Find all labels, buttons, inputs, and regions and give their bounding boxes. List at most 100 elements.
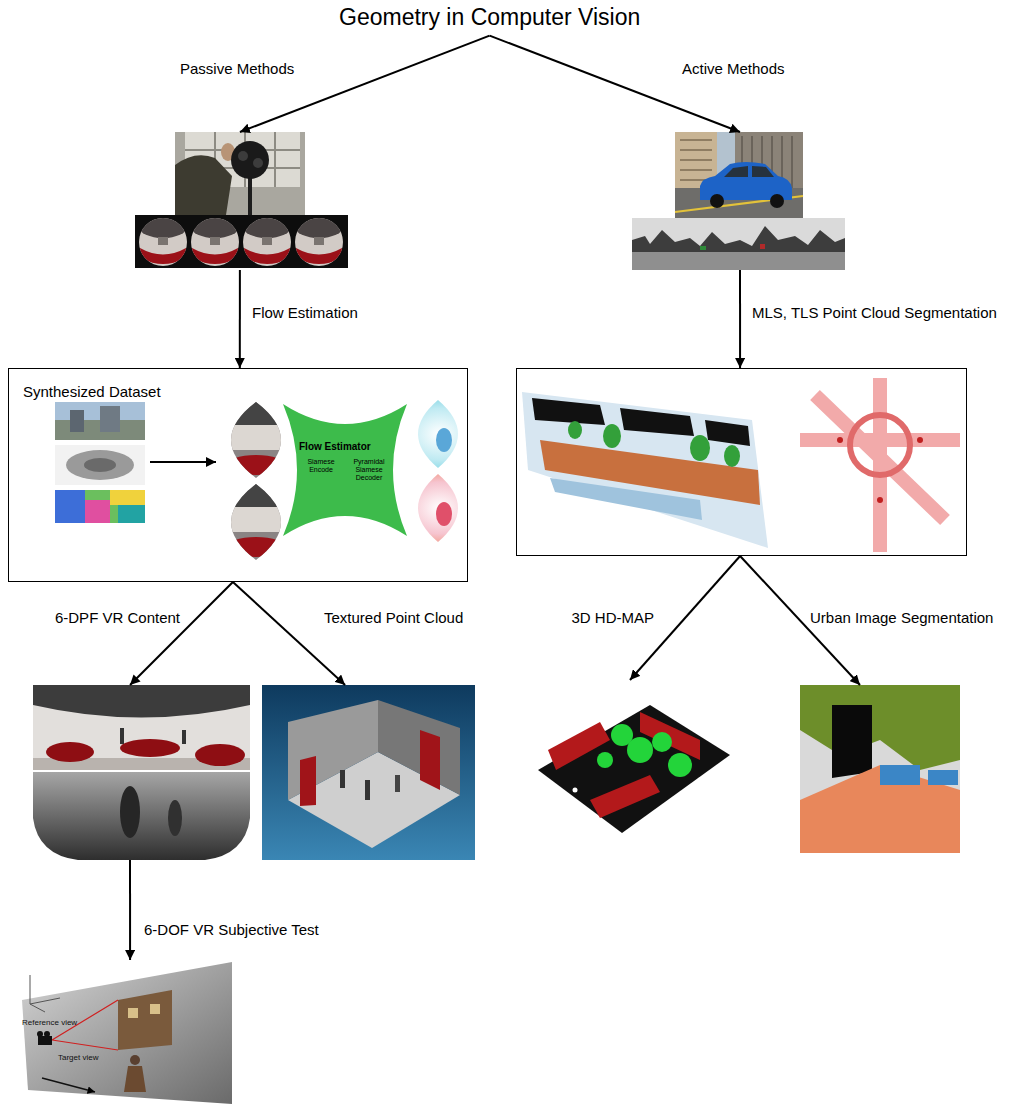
hd-map bbox=[573, 788, 578, 793]
image-panel bbox=[632, 132, 845, 270]
segmented-point-cloud bbox=[568, 421, 582, 439]
vr-subjective-test bbox=[42, 1078, 95, 1092]
vr-subjective-test bbox=[22, 962, 232, 1104]
fisheye-strip bbox=[135, 215, 348, 268]
image-panel bbox=[33, 685, 250, 860]
camera-photo bbox=[238, 151, 248, 161]
textured-point-cloud bbox=[262, 685, 475, 860]
hd-map bbox=[538, 705, 730, 833]
edge-label: Flow Estimation bbox=[250, 304, 360, 322]
vr-panorama bbox=[33, 685, 250, 770]
dataset-images bbox=[55, 490, 85, 523]
flow-outputs bbox=[436, 502, 452, 526]
node-title: Flow Estimator bbox=[299, 441, 371, 453]
vr-subjective-test bbox=[37, 1031, 43, 1037]
text-row: Geometry in Computer Vision bbox=[339, 4, 640, 32]
segmented-point-cloud bbox=[550, 478, 702, 520]
node-text: Siamese Encode bbox=[299, 458, 343, 482]
process-box bbox=[516, 368, 967, 556]
fisheye-strip bbox=[135, 215, 348, 268]
dataset-images bbox=[118, 505, 145, 523]
dataset-images bbox=[110, 490, 145, 505]
vr-subjective-test bbox=[124, 1066, 146, 1092]
urban-segmentation bbox=[800, 765, 960, 853]
flow-outputs bbox=[395, 398, 485, 470]
segmented-point-cloud bbox=[724, 445, 740, 467]
hd-map bbox=[627, 737, 653, 763]
car-photo bbox=[724, 166, 774, 177]
edge-label: Textured Point Cloud bbox=[322, 609, 465, 627]
vr-subjective-test bbox=[130, 1055, 140, 1065]
node-title: Geometry in Computer Vision bbox=[339, 4, 640, 32]
image-panel bbox=[135, 132, 350, 270]
depth-map bbox=[168, 800, 182, 836]
view-label: Reference view bbox=[22, 1019, 77, 1028]
text-row: Flow Estimator bbox=[299, 441, 391, 453]
panorama-strip bbox=[632, 218, 845, 270]
input-views bbox=[226, 537, 286, 557]
flow-outputs bbox=[436, 428, 452, 452]
dataset-images bbox=[55, 445, 145, 485]
view-label: Target view bbox=[58, 1054, 98, 1063]
urban-segmentation bbox=[928, 770, 958, 785]
hd-map bbox=[652, 732, 672, 752]
textured-point-cloud bbox=[420, 730, 440, 790]
image-panel bbox=[262, 685, 475, 860]
flow-outputs bbox=[395, 472, 485, 544]
node-text: Pyramidal Siamese Decoder bbox=[347, 458, 391, 482]
fisheye-strip bbox=[294, 216, 344, 267]
vr-panorama bbox=[182, 730, 186, 744]
hd-map bbox=[597, 752, 613, 768]
fisheye-strip bbox=[190, 216, 240, 267]
segmented-point-cloud bbox=[620, 408, 694, 436]
vr-subjective-test bbox=[22, 962, 232, 1104]
segmented-point-cloud bbox=[800, 378, 960, 552]
vr-panorama bbox=[46, 742, 94, 762]
vr-panorama bbox=[33, 685, 250, 718]
connector-arrow bbox=[240, 36, 490, 132]
dataset-images bbox=[150, 461, 216, 463]
flow-outputs bbox=[395, 398, 485, 470]
vr-panorama bbox=[120, 728, 124, 744]
image-panel bbox=[800, 685, 960, 853]
segmented-point-cloud bbox=[522, 392, 768, 548]
hd-map bbox=[590, 775, 660, 818]
root-heading: Geometry in Computer Vision bbox=[339, 4, 640, 32]
dataset-images bbox=[70, 410, 84, 432]
image-panel bbox=[20, 960, 235, 1104]
depth-map bbox=[33, 772, 250, 860]
input-views bbox=[226, 455, 286, 475]
edge-label: 6-DOF VR Subjective Test bbox=[142, 921, 321, 939]
text-area: Geometry in Computer Vision bbox=[339, 4, 640, 32]
textured-point-cloud bbox=[340, 770, 345, 788]
car-photo bbox=[675, 132, 803, 218]
connector-arrow bbox=[130, 582, 233, 685]
camera-photo bbox=[175, 155, 232, 215]
segmented-point-cloud bbox=[532, 398, 605, 425]
segmented-point-cloud bbox=[705, 420, 750, 446]
flow-outputs bbox=[395, 472, 485, 544]
segmented-point-cloud bbox=[917, 437, 923, 443]
edge-label: Active Methods bbox=[680, 60, 787, 78]
hd-map bbox=[698, 778, 703, 783]
network-shape: Flow EstimatorSiamese EncodePyramidal Si… bbox=[279, 400, 411, 540]
hd-map bbox=[668, 753, 692, 777]
connector-arrow bbox=[233, 582, 345, 685]
node-title: Synthesized Dataset bbox=[23, 383, 161, 400]
segmented-point-cloud bbox=[837, 437, 843, 443]
urban-segmentation bbox=[800, 685, 960, 853]
car-photo bbox=[770, 194, 784, 208]
dataset-images bbox=[55, 402, 216, 523]
edge-label: 6-DPF VR Content bbox=[53, 609, 182, 627]
panorama-strip bbox=[760, 244, 765, 249]
depth-map bbox=[33, 818, 78, 860]
process-box: Synthesized DatasetFlow EstimatorSiamese… bbox=[8, 368, 468, 582]
edge-label: 3D HD-MAP bbox=[569, 609, 656, 627]
car-photo bbox=[710, 194, 724, 208]
text-area: Flow EstimatorSiamese EncodePyramidal Si… bbox=[299, 436, 391, 482]
textured-point-cloud bbox=[300, 756, 316, 806]
panorama-strip bbox=[632, 218, 845, 270]
vr-subjective-test bbox=[118, 990, 172, 1050]
edge-label: MLS, TLS Point Cloud Segmentation bbox=[750, 304, 999, 322]
